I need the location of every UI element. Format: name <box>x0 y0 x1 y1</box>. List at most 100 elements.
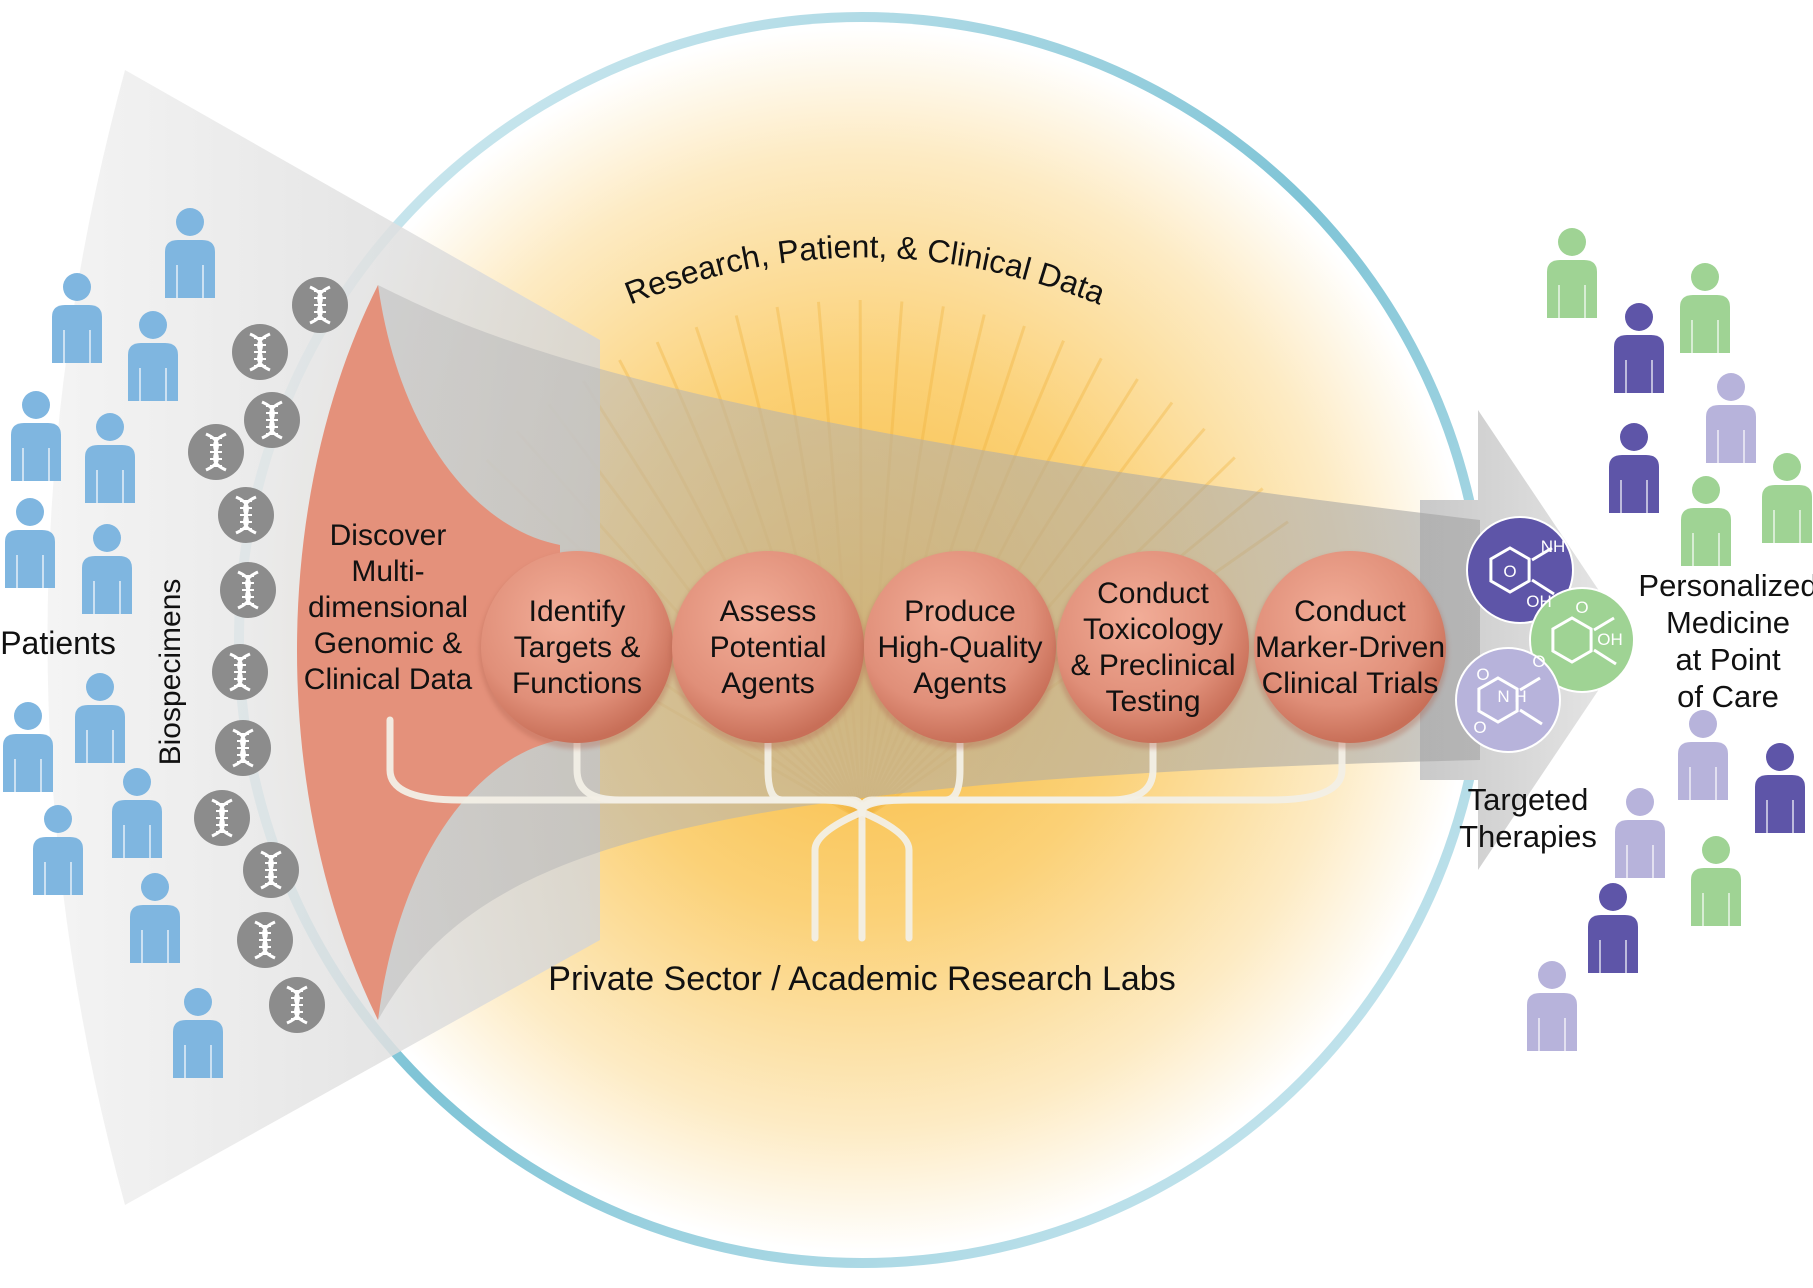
dna-icon <box>220 562 276 618</box>
dna-icon <box>194 790 250 846</box>
patients-label: Patients <box>0 625 116 661</box>
label-line: Produce <box>904 595 1016 628</box>
person-icon <box>165 208 215 298</box>
atom-label: OH <box>1597 630 1623 649</box>
person-icon <box>1755 743 1805 833</box>
dna-icon <box>243 842 299 898</box>
label-line: & Preclinical <box>1070 649 1235 682</box>
atom-label: O <box>1575 598 1588 617</box>
lab-tube <box>858 808 913 942</box>
label-line: Testing <box>1105 685 1200 718</box>
atom-label: O <box>1503 562 1516 581</box>
person-icon <box>1615 788 1665 878</box>
dna-specimens <box>188 277 348 1033</box>
person-icon <box>1706 373 1756 463</box>
biospecimens-label: Biospecimens <box>154 579 187 766</box>
stage-circle <box>864 551 1056 743</box>
label-line: Multi- <box>351 555 424 588</box>
label-line: Clinical Trials <box>1262 667 1439 700</box>
label-line: Targets & <box>514 631 641 664</box>
label-line: Targeted <box>1468 782 1589 817</box>
stage-circle <box>481 551 673 743</box>
dna-icon <box>232 324 288 380</box>
dna-icon <box>237 912 293 968</box>
person-icon <box>1614 303 1664 393</box>
label-line: High-Quality <box>877 631 1042 664</box>
person-icon <box>33 805 83 895</box>
label-line: Functions <box>512 667 642 700</box>
label-line: Conduct <box>1097 577 1209 610</box>
atom-label: NH <box>1541 537 1566 556</box>
label-line: Discover <box>330 519 447 552</box>
label-line: Toxicology <box>1083 613 1223 646</box>
dna-icon <box>215 720 271 776</box>
dna-icon <box>218 487 274 543</box>
person-icon <box>1527 961 1577 1051</box>
label-line: Conduct <box>1294 595 1406 628</box>
person-icon <box>52 273 102 363</box>
person-icon <box>1588 883 1638 973</box>
atom-label: O <box>1532 652 1545 671</box>
person-icon <box>3 702 53 792</box>
person-icon <box>5 498 55 588</box>
dna-icon <box>292 277 348 333</box>
dna-icon <box>269 977 325 1033</box>
person-icon <box>82 524 132 614</box>
discover-funnel <box>297 285 560 1020</box>
atom-label: OH <box>1526 592 1552 611</box>
person-icon <box>1762 453 1812 543</box>
dna-icon <box>188 424 244 480</box>
person-icon <box>112 768 162 858</box>
person-icon <box>130 873 180 963</box>
stage-circle <box>1254 551 1446 743</box>
molecule-icon <box>1455 647 1561 753</box>
dna-icon <box>212 644 268 700</box>
person-icon <box>85 413 135 503</box>
atom-label: O <box>1473 718 1486 737</box>
atom-label: O <box>1476 665 1489 684</box>
person-icon <box>1678 710 1728 800</box>
label-line: Agents <box>721 667 814 700</box>
label-line: of Care <box>1677 679 1779 714</box>
labs-label: Private Sector / Academic Research Labs <box>548 960 1175 998</box>
stage-circle <box>672 551 864 743</box>
person-icon <box>1681 476 1731 566</box>
label-line: Clinical Data <box>304 663 473 696</box>
label-line: Assess <box>720 595 817 628</box>
label-line: Genomic & <box>314 627 462 660</box>
label-line: Therapies <box>1459 819 1597 854</box>
connector-tube <box>858 716 1346 816</box>
person-icon <box>1680 263 1730 353</box>
molecule-icon <box>1529 587 1635 693</box>
people-figures <box>3 208 1812 1078</box>
person-icon <box>128 311 178 401</box>
label-line: at Point <box>1675 642 1781 677</box>
person-icon <box>173 988 223 1078</box>
lab-tube <box>811 808 866 942</box>
molecule-icon <box>1466 516 1574 624</box>
label-line: Personalized <box>1638 568 1813 603</box>
person-icon <box>75 673 125 763</box>
stage-circle <box>1057 551 1249 743</box>
label-line: Marker-Driven <box>1255 631 1445 664</box>
person-icon <box>1547 228 1597 318</box>
person-icon <box>1691 836 1741 926</box>
person-icon <box>1609 423 1659 513</box>
dna-icon <box>244 392 300 448</box>
label-line: Identify <box>529 595 626 628</box>
label-line: dimensional <box>308 591 468 624</box>
